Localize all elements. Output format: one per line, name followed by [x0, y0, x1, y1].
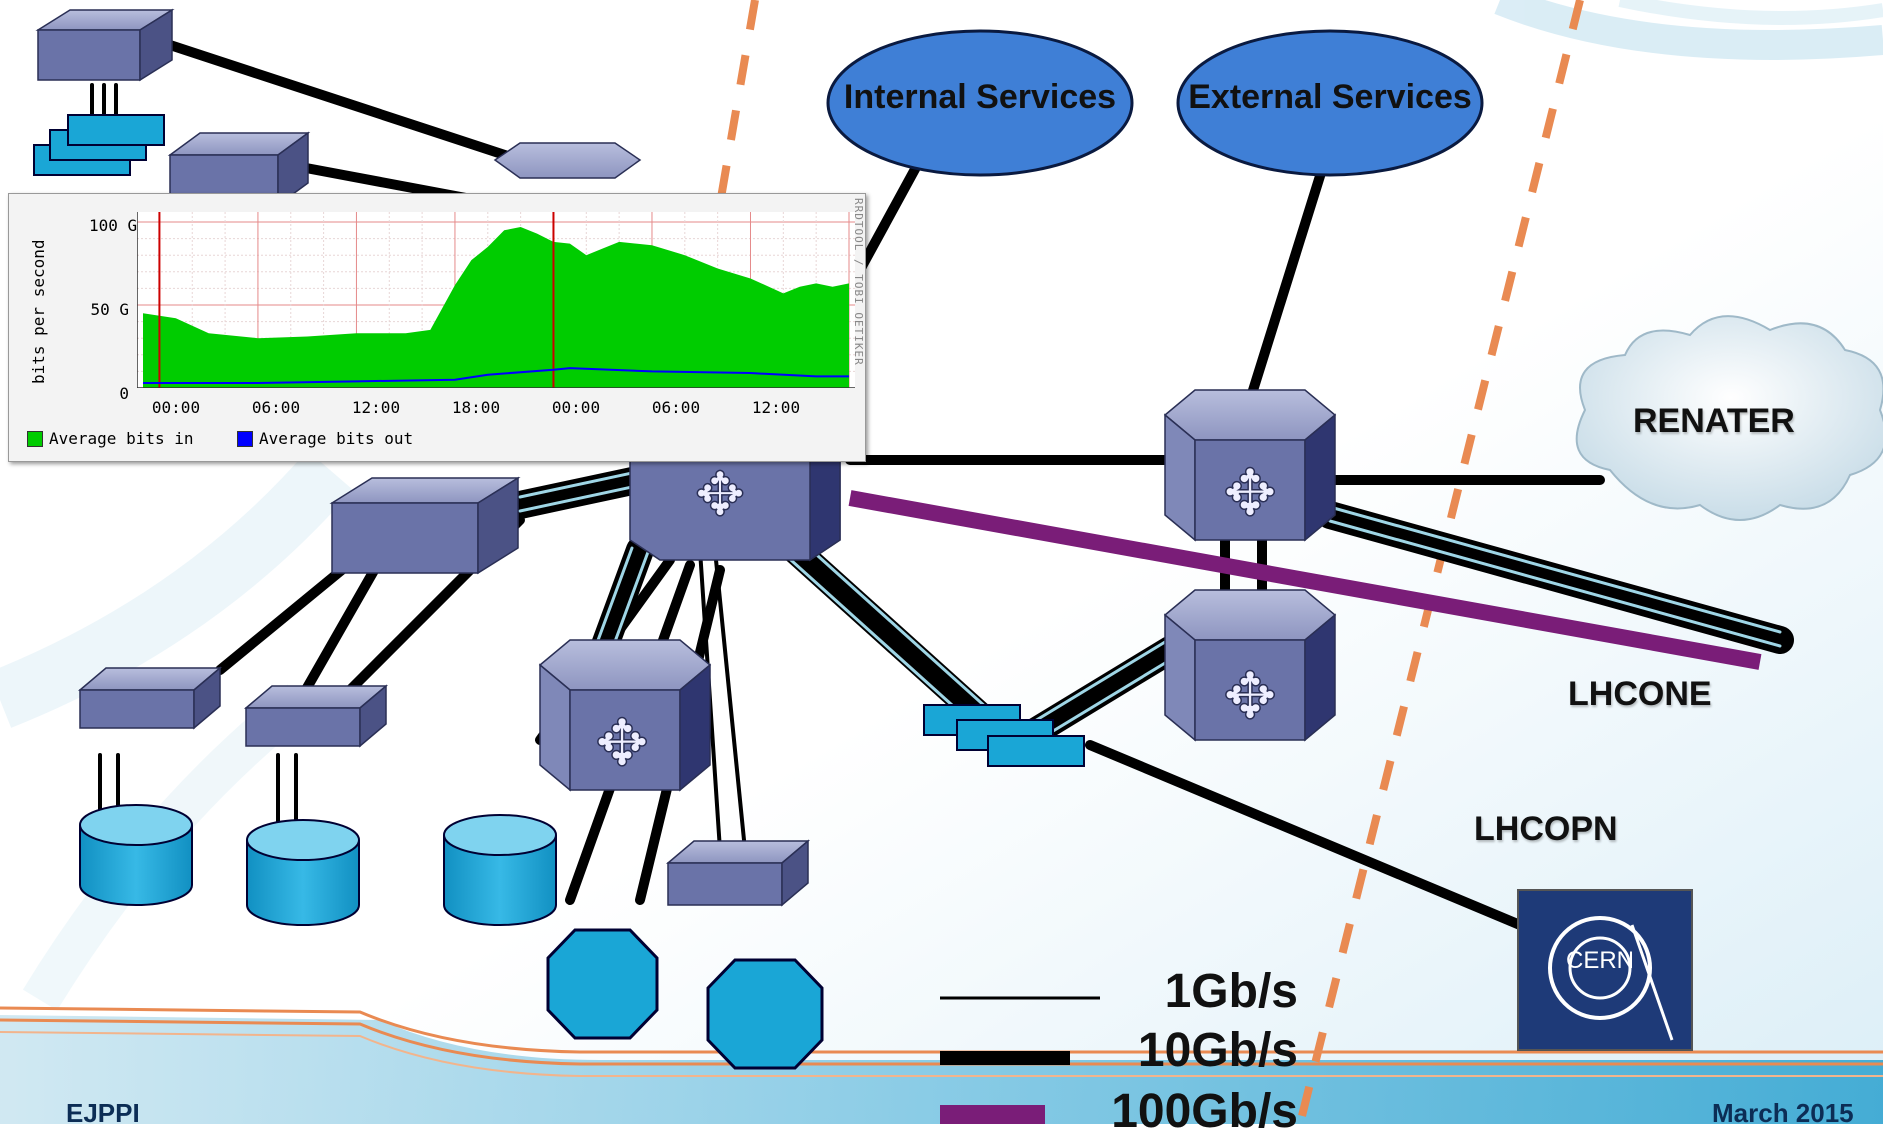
legend-swatch-out	[237, 430, 253, 447]
graph-legend-out: Average bits out	[237, 429, 413, 448]
series-in-area	[143, 226, 849, 388]
legend-label-1g: 1Gb/s	[1164, 965, 1298, 1018]
legend-swatch-in	[27, 430, 43, 447]
footer-band	[0, 1006, 1883, 1124]
disk-icon	[443, 814, 557, 926]
disk-devices	[79, 804, 557, 926]
svg-text:✥: ✥	[695, 460, 745, 530]
internal-services[interactable]	[826, 29, 1134, 177]
router-icon: ✥	[1163, 389, 1337, 542]
switch-icon	[243, 684, 389, 748]
storage-boxes	[33, 114, 1085, 767]
graph-ytick: 100 G	[89, 216, 138, 235]
switch-icon	[329, 476, 521, 575]
lhcopn-label: LHCOPN	[1474, 810, 1618, 848]
octagon-devices	[546, 928, 824, 1070]
cern-logo: CERN	[1517, 889, 1693, 1051]
legend-label-out: Average bits out	[259, 429, 414, 448]
traffic-graph: bits per second 100 G 50 G 0 00:00 06:00…	[8, 193, 866, 462]
lhcone-label: LHCONE	[1568, 675, 1712, 713]
graph-xtick: 06:00	[651, 398, 701, 417]
link-100g	[848, 490, 1762, 670]
footer-left: EJPPI	[66, 1098, 140, 1128]
legend-label-in: Average bits in	[49, 429, 194, 448]
router-devices: ✥ ✥ ✥ ✥	[493, 142, 1337, 792]
legend-label-10g: 10Gb/s	[1137, 1024, 1298, 1077]
renater-cloud[interactable]	[1575, 315, 1883, 521]
switch-devices	[35, 8, 811, 907]
octagon-icon	[706, 958, 824, 1070]
octagon-icon	[546, 928, 659, 1040]
graph-xtick: 06:00	[251, 398, 301, 417]
svg-text:✥: ✥	[1223, 660, 1277, 734]
router-icon: ✥	[1163, 589, 1337, 742]
router-icon: ✥	[629, 438, 841, 562]
graph-ytick: 0	[119, 384, 129, 403]
graph-xtick: 12:00	[351, 398, 401, 417]
switch-icon	[77, 666, 223, 730]
switch-icon	[665, 839, 811, 907]
disk-icon	[246, 819, 360, 926]
boundary-lines	[696, 0, 1584, 1124]
svg-text:✥: ✥	[1223, 457, 1277, 531]
graph-xtick: 00:00	[551, 398, 601, 417]
router-icon	[493, 142, 642, 179]
graph-legend-in: Average bits in	[27, 429, 194, 448]
renater-label: RENATER	[1633, 402, 1795, 440]
graph-side-label: RRDTOOL / TOBI OETIKER	[852, 198, 865, 366]
external-services[interactable]	[1176, 29, 1484, 177]
router-icon: ✥	[538, 639, 712, 792]
boundary-right	[1296, 0, 1584, 1124]
series-out-line	[143, 367, 849, 385]
cern-logo-text: CERN	[1566, 947, 1634, 974]
graph-xtick: 00:00	[151, 398, 201, 417]
graph-plot-area	[137, 212, 855, 388]
switch-icon	[35, 8, 175, 82]
external-services-label: External Services	[1188, 78, 1472, 116]
footer-right: March 2015	[1712, 1098, 1854, 1128]
graph-xtick: 18:00	[451, 398, 501, 417]
graph-ylabel: bits per second	[29, 239, 48, 385]
speed-legend	[940, 996, 1100, 1124]
internal-services-label: Internal Services	[843, 78, 1117, 116]
disk-icon	[79, 804, 193, 906]
graph-xtick: 12:00	[751, 398, 801, 417]
legend-line-100g	[940, 1105, 1045, 1124]
svg-text:✥: ✥	[595, 707, 649, 781]
graph-ytick: 50 G	[90, 300, 129, 319]
legend-label-100g: 100Gb/s	[1111, 1085, 1298, 1138]
